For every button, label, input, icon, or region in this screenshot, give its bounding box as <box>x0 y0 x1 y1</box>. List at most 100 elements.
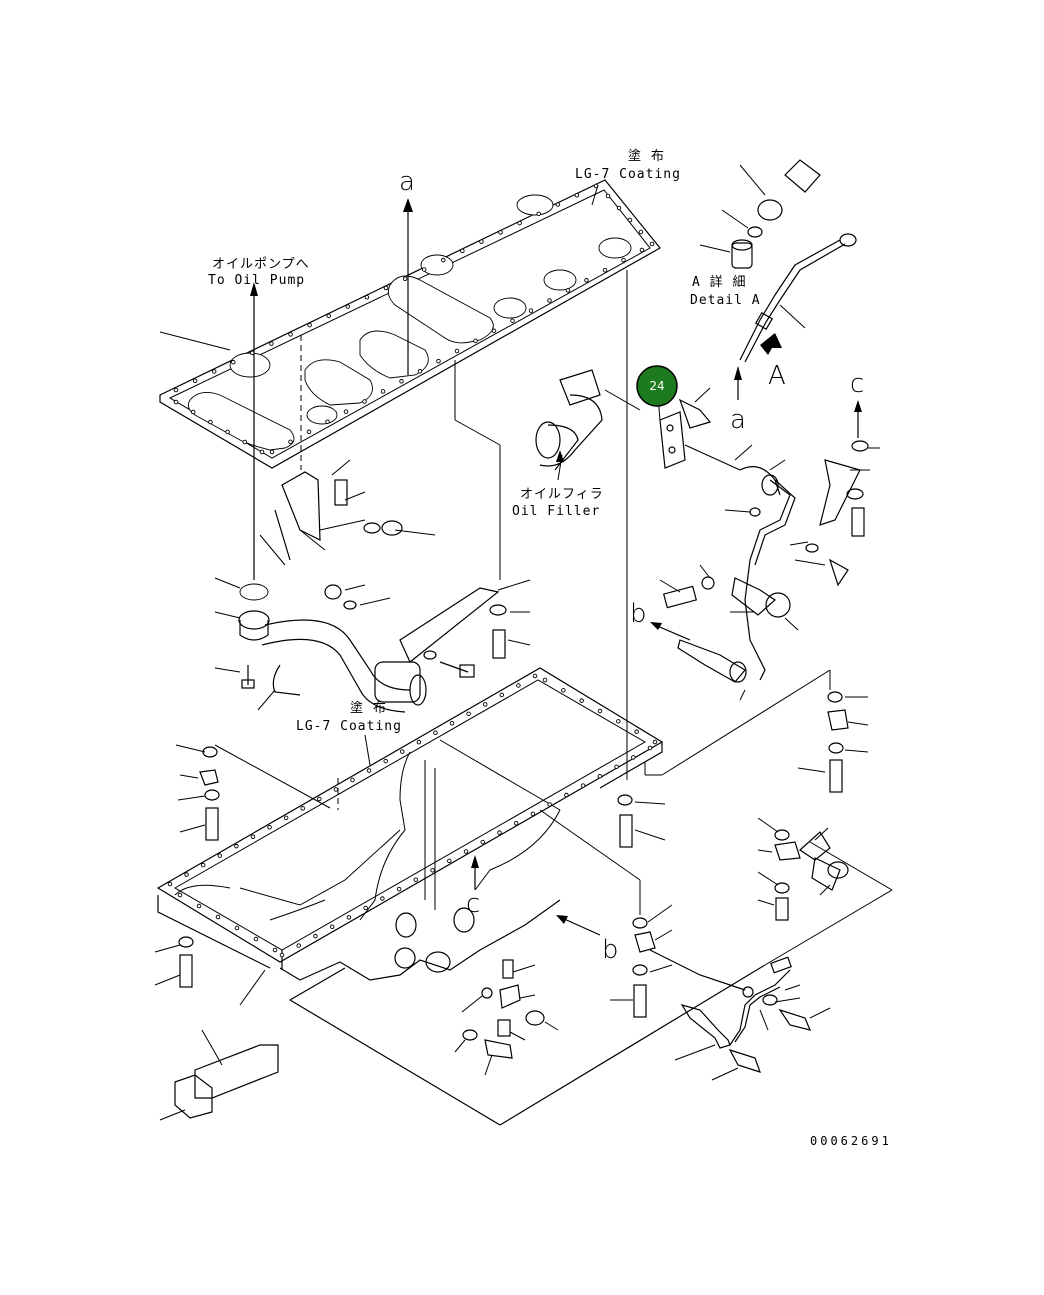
bolt-hole <box>200 862 206 868</box>
oil-pump-jp: オイルポンプへ <box>212 257 310 272</box>
bolt-hole <box>167 881 173 887</box>
bolt-hole <box>234 843 239 849</box>
bolt-hole <box>225 429 230 435</box>
arrow-c-right <box>854 400 862 438</box>
callout-24[interactable]: 24 <box>636 365 678 407</box>
bolt-hole <box>383 758 388 764</box>
bolt-hole <box>564 792 569 798</box>
bolt-hole <box>296 943 301 948</box>
bolt-hole <box>259 449 265 455</box>
oil-pan <box>156 667 664 981</box>
bolt-hole <box>242 439 248 445</box>
bolt-hole <box>479 239 484 244</box>
sensor-harness-assembly <box>650 440 880 701</box>
reference-b-bottom: b <box>602 935 619 965</box>
bolt-hole <box>517 220 522 226</box>
callout-circle[interactable] <box>636 365 678 407</box>
bolt-hole <box>184 872 189 877</box>
bolt-hole <box>597 708 603 714</box>
bolt-hole <box>317 796 322 802</box>
mid-bracket-hardware <box>324 360 531 678</box>
bolt-hole <box>363 905 368 911</box>
dipstick-detail-a <box>699 159 857 400</box>
bolt-hole <box>364 295 370 300</box>
reference-c-mid: c <box>466 889 480 919</box>
bolt-hole <box>621 257 626 263</box>
bolt-hole <box>250 834 256 839</box>
bolt-hole <box>480 839 485 845</box>
bolt-hole <box>267 825 272 830</box>
bolt-hole <box>325 419 330 424</box>
bolt-hole <box>343 409 349 414</box>
oil-pump-pipe-assembly <box>214 282 427 713</box>
bolt-hole <box>532 673 538 679</box>
bolt-hole <box>580 783 586 788</box>
reference-a-detail: a <box>730 405 746 435</box>
oil-filler-jp: オイルフィラ <box>520 487 604 502</box>
bolt-hole <box>253 936 259 942</box>
bolt-hole <box>616 205 622 211</box>
bolt-hole <box>421 267 427 272</box>
bolt-hole <box>447 858 452 864</box>
bolt-hole <box>350 777 355 783</box>
bolt-hole <box>279 952 285 958</box>
reference-b-left: b <box>630 599 647 629</box>
bolt-hole <box>584 278 589 283</box>
bolt-hole <box>574 193 580 198</box>
bolt-hole <box>190 409 196 415</box>
bolt-hole <box>173 387 179 393</box>
bolt-hole <box>634 729 639 734</box>
reference-a-top: a <box>399 167 415 197</box>
pan-right-hardware <box>757 691 869 921</box>
coating-leader-mid <box>364 734 371 766</box>
bolt-hole <box>647 745 653 751</box>
bolt-hole <box>631 755 636 760</box>
bolt-hole <box>614 764 619 770</box>
bolt-hole <box>402 276 408 281</box>
bolt-hole <box>499 692 505 698</box>
bolt-hole <box>528 308 534 313</box>
bolt-hole <box>215 914 221 920</box>
detail-jp: A 詳 細 <box>692 274 746 290</box>
bolt-hole <box>177 892 183 898</box>
oil-pump-en: To Oil Pump <box>208 273 305 288</box>
arrow-a-top <box>403 198 413 375</box>
bolt-hole <box>346 915 352 920</box>
bolt-hole <box>433 730 438 735</box>
bolt-hole <box>326 313 331 319</box>
detail-en: Detail A <box>690 293 761 308</box>
reference-c-right: c <box>850 369 864 399</box>
bolt-hole <box>288 332 293 337</box>
bolt-hole <box>498 230 503 235</box>
bolt-hole <box>441 257 446 263</box>
callout-number[interactable]: 24 <box>649 379 664 393</box>
bolt-hole <box>454 348 460 354</box>
bolt-hole <box>530 811 536 817</box>
bolt-hole <box>300 806 305 811</box>
bolt-hole <box>597 773 603 779</box>
drawing-number: 00062691 <box>810 1134 892 1148</box>
bolt-hole <box>196 903 202 909</box>
bolt-hole <box>329 924 335 930</box>
bolt-hole <box>652 739 658 745</box>
bolt-hole <box>234 925 240 931</box>
coating-en-top: LG-7 Coating <box>575 167 681 182</box>
bolt-hole <box>616 719 621 724</box>
bolt-hole <box>269 449 275 455</box>
bolt-hole <box>473 338 478 344</box>
bolt-hole <box>208 419 213 425</box>
bolt-hole <box>561 688 566 693</box>
bolt-hole <box>269 341 274 346</box>
bolt-hole <box>313 933 318 939</box>
bolt-hole <box>400 749 405 754</box>
bolt-hole <box>649 241 655 247</box>
bolt-hole <box>579 698 584 703</box>
bolt-hole <box>306 429 312 435</box>
bolt-hole <box>173 399 179 405</box>
bolt-hole <box>627 217 633 223</box>
bolt-hole <box>333 787 339 792</box>
oil-filler-en: Oil Filler <box>512 504 600 519</box>
bolt-hole <box>510 318 515 323</box>
bolt-hole <box>399 379 404 384</box>
